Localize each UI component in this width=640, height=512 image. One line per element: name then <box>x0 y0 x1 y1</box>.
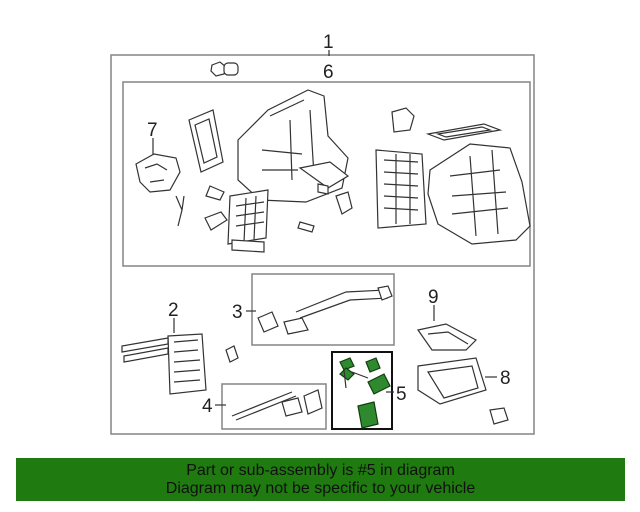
subassembly-3-frame <box>251 273 395 346</box>
filter-frame-part <box>188 109 224 173</box>
callout-5: 5 <box>396 384 407 405</box>
part-5-highlighted <box>339 357 391 429</box>
bracket-part-9 <box>416 323 477 351</box>
callout-9: 9 <box>428 287 439 308</box>
evaporator-core-part <box>375 149 427 229</box>
linkage-rods-part-4 <box>231 389 323 421</box>
gasket-part <box>425 123 503 141</box>
banner-line-1: Part or sub-assembly is #5 in diagram <box>186 461 455 479</box>
callout-6: 6 <box>323 62 334 83</box>
screw-icon <box>210 61 239 77</box>
info-banner: Part or sub-assembly is #5 in diagram Di… <box>16 458 625 501</box>
blower-case-part-8 <box>417 357 509 425</box>
callout-2: 2 <box>168 300 179 321</box>
callout-1: 1 <box>323 32 334 53</box>
small-clip-parts <box>175 107 415 233</box>
heater-housing-left <box>237 89 350 203</box>
callout-8: 8 <box>500 368 511 389</box>
callout-7: 7 <box>147 120 158 141</box>
assembly-frame <box>110 54 535 435</box>
highlight-box-part-5 <box>331 351 393 430</box>
banner-line-2: Diagram may not be specific to your vehi… <box>165 479 476 497</box>
callout-3: 3 <box>232 302 243 323</box>
bracket-part-7 <box>135 153 181 193</box>
callout-4: 4 <box>202 396 213 417</box>
grille-plate-part <box>227 189 269 253</box>
heater-unit-frame <box>122 81 531 267</box>
heater-core-part-2 <box>121 333 239 395</box>
heater-housing-right <box>427 143 531 245</box>
linkage-rods-part-3 <box>257 285 393 335</box>
subassembly-4-frame <box>221 383 327 430</box>
